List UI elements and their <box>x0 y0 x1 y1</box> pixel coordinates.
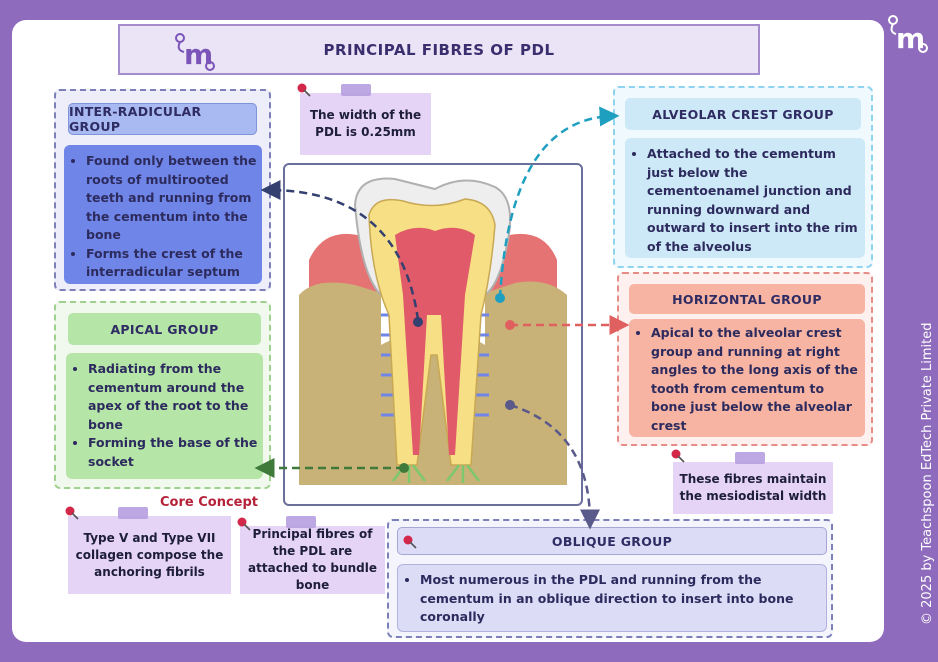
oblique-title: OBLIQUE GROUP <box>397 527 827 555</box>
horizontal-dot <box>505 320 515 330</box>
horizontal-panel: HORIZONTAL GROUP Apical to the alveolar … <box>617 272 873 446</box>
inter-radicular-dot <box>413 317 423 327</box>
inter-radicular-title: INTER-RADICULAR GROUP <box>68 103 257 135</box>
medistudy-logo: m <box>170 32 218 78</box>
alveolar-crest-panel: ALVEOLAR CREST GROUP Attached to the cem… <box>613 86 873 268</box>
inter-radicular-panel: INTER-RADICULAR GROUP Found only between… <box>54 89 271 291</box>
copyright-text: © 2025 by Teachspoon EdTech Private Limi… <box>920 322 935 625</box>
inter-radicular-body: Found only between the roots of multiroo… <box>64 145 262 284</box>
apical-title: APICAL GROUP <box>68 313 261 345</box>
note-mesiodistal: These fibres maintain the mesiodistal wi… <box>673 462 833 514</box>
apical-dot <box>399 463 409 473</box>
tape-decoration <box>341 84 371 96</box>
horizontal-title: HORIZONTAL GROUP <box>629 284 865 314</box>
note-bundle-bone: Principal fibres of the PDL are attached… <box>240 526 385 594</box>
list-item: Forming the base of the socket <box>88 434 259 471</box>
svg-text:m: m <box>184 38 213 71</box>
list-item: Found only between the roots of multiroo… <box>86 152 258 245</box>
apical-body: Radiating from the cementum around the a… <box>66 353 263 479</box>
tooth-illustration-frame <box>283 163 583 506</box>
pushpin-icon <box>64 505 80 525</box>
list-item: Attached to the cementum just below the … <box>647 145 861 256</box>
core-concept-label: Core Concept <box>160 495 258 510</box>
tooth-diagram <box>299 177 567 485</box>
oblique-dot <box>505 400 515 410</box>
pushpin-icon <box>236 516 252 536</box>
alveolar-crest-dot <box>495 293 505 303</box>
note-collagen: Type V and Type VII collagen compose the… <box>68 516 231 594</box>
list-item: Apical to the alveolar crest group and r… <box>651 324 861 435</box>
horizontal-body: Apical to the alveolar crest group and r… <box>629 319 865 437</box>
oblique-body: Most numerous in the PDL and running fro… <box>397 564 827 632</box>
alveolar-crest-title: ALVEOLAR CREST GROUP <box>625 98 861 130</box>
pushpin-icon <box>296 82 312 102</box>
corner-logo: m <box>884 14 930 56</box>
alveolar-crest-body: Attached to the cementum just below the … <box>625 138 865 258</box>
svg-text:m: m <box>896 22 925 55</box>
page-title: PRINCIPAL FIBRES OF PDL <box>323 40 555 59</box>
tape-decoration <box>118 507 148 519</box>
apical-panel: APICAL GROUP Radiating from the cementum… <box>54 301 271 489</box>
pushpin-icon <box>670 448 686 468</box>
oblique-panel: OBLIQUE GROUP Most numerous in the PDL a… <box>387 519 833 638</box>
note-pdl-width: The width of the PDL is 0.25mm <box>300 93 431 155</box>
inter-radicular-connector <box>260 180 420 321</box>
title-banner: m PRINCIPAL FIBRES OF PDL <box>118 24 760 75</box>
list-item: Forms the crest of the interradicular se… <box>86 245 258 282</box>
oblique-connector <box>509 403 600 530</box>
pushpin-icon <box>402 534 418 554</box>
alveolar-crest-connector <box>498 106 620 299</box>
list-item: Radiating from the cementum around the a… <box>88 360 259 434</box>
tape-decoration <box>286 516 316 528</box>
copyright-strip: © 2025 by Teachspoon EdTech Private Limi… <box>904 290 935 625</box>
tape-decoration <box>735 452 765 464</box>
list-item: Most numerous in the PDL and running fro… <box>420 571 822 627</box>
